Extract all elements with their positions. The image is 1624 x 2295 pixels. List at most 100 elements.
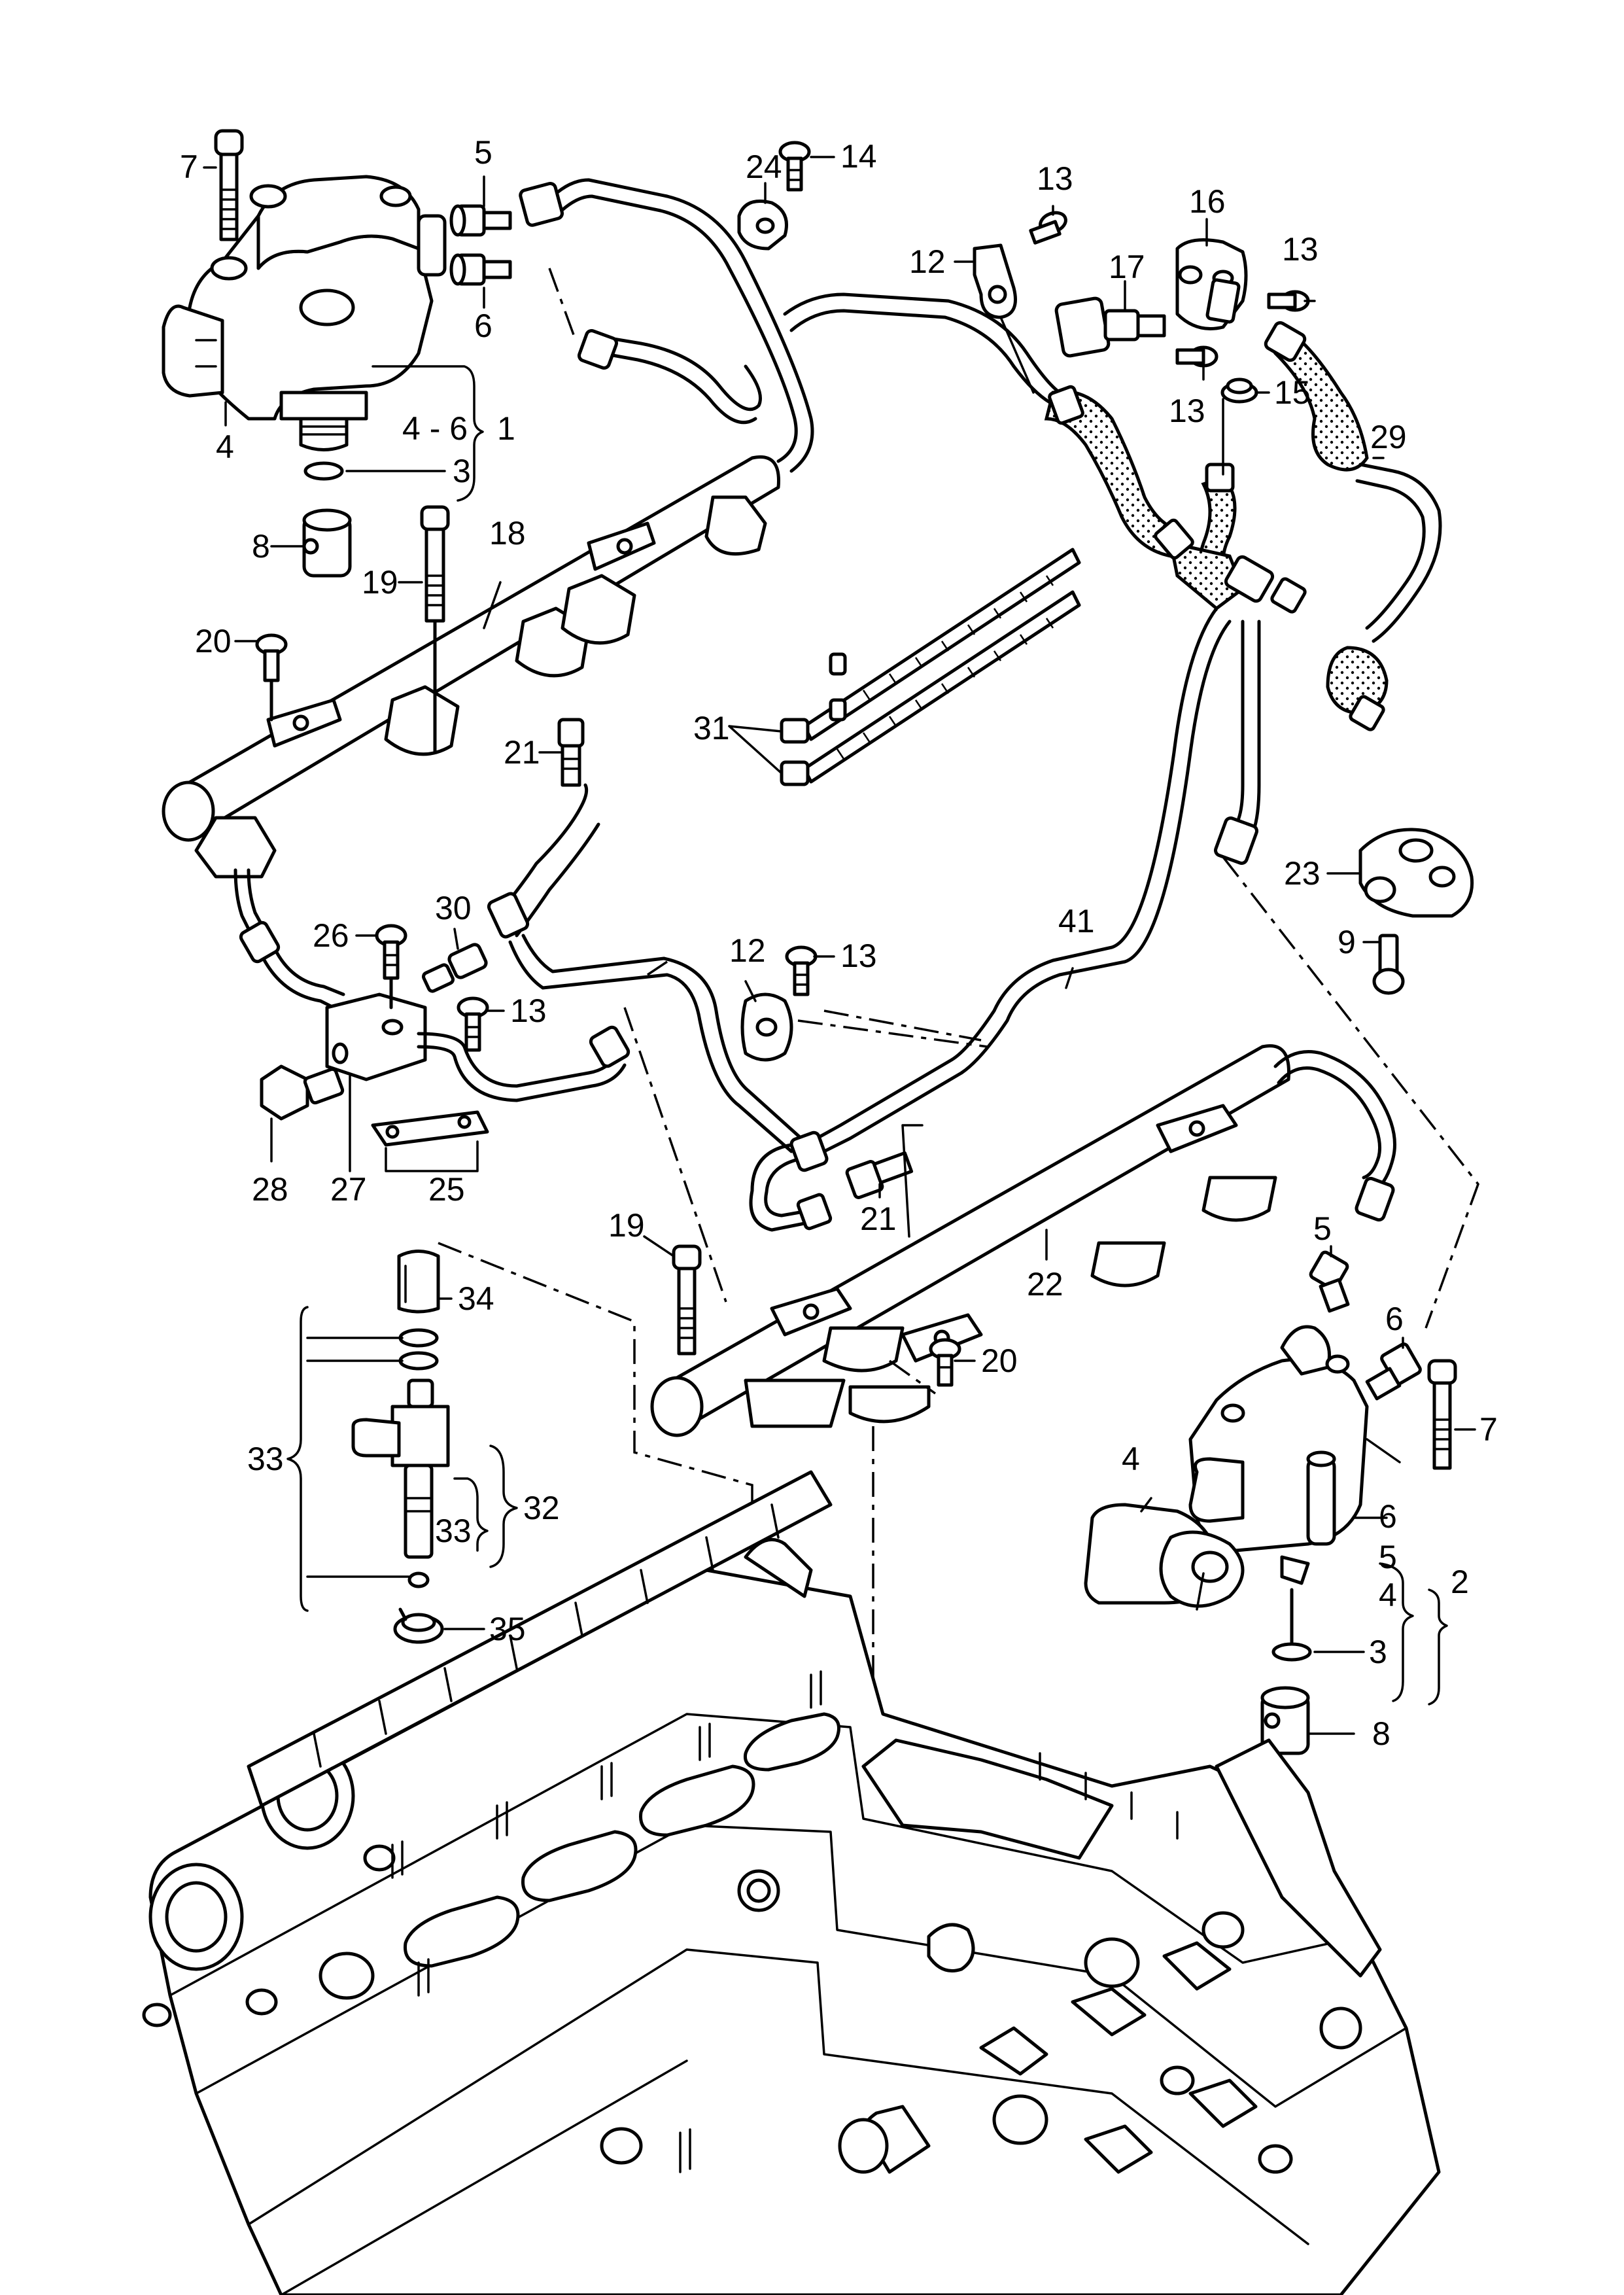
sensor-block-16 [1175, 238, 1248, 330]
bolt-19-upper [420, 505, 450, 754]
callout-labels: 7 5 6 4 4 - 6 1 3 8 24 14 13 12 17 16 13… [180, 134, 1498, 1752]
callout-5-lower: 5 [1313, 1210, 1332, 1247]
fitting-5-lower [1309, 1250, 1350, 1313]
leader-12-to-pipe [797, 1019, 988, 1048]
callout-2: 2 [1451, 1564, 1469, 1600]
clip-12-upper [973, 243, 1017, 319]
injector-clip-34 [397, 1250, 440, 1314]
callout-26: 26 [313, 917, 349, 954]
callout-17: 17 [1109, 249, 1145, 285]
callout-13-d: 13 [510, 992, 547, 1029]
bolt-13-d [457, 996, 489, 1052]
callout-4-lower: 4 [1122, 1441, 1140, 1477]
fuel-pipe-rail-to-block [233, 783, 803, 1153]
callout-19-upper: 19 [362, 564, 398, 601]
pressure-sensor-17 [1054, 296, 1166, 358]
bolt-7-lower [1427, 1359, 1457, 1470]
callout-41: 41 [1058, 903, 1095, 939]
roller-tappet-8-lower [1260, 1686, 1310, 1755]
callout-34: 34 [458, 1280, 494, 1317]
high-pressure-pump-upper [162, 175, 447, 451]
callout-24: 24 [746, 149, 782, 185]
plug-28 [260, 1064, 345, 1121]
injector-ring-small [407, 1571, 430, 1588]
callout-13-e: 13 [840, 937, 877, 974]
callout-13-a: 13 [1037, 160, 1073, 197]
bolt-13-c [1175, 345, 1218, 368]
callout-15: 15 [1274, 374, 1311, 411]
bracket-25 [371, 1110, 489, 1147]
o-ring-3-lower [1271, 1642, 1312, 1662]
fuel-pipe-to-lower-rail [803, 606, 1261, 1160]
engine-block [142, 1470, 1441, 2295]
cable-ties-31 [780, 548, 1081, 786]
callout-21-lower: 21 [860, 1200, 897, 1237]
fitting-6-upper [449, 253, 512, 286]
callout-5-upper: 5 [474, 134, 492, 171]
callout-3-upper: 3 [453, 453, 471, 489]
callout-4-upper: 4 [216, 429, 234, 465]
callout-21-upper: 21 [504, 734, 540, 771]
callout-23: 23 [1284, 855, 1321, 892]
callout-31: 31 [693, 710, 730, 746]
callout-29: 29 [1370, 419, 1407, 455]
o-ring-3-upper [303, 461, 344, 481]
callout-27: 27 [330, 1171, 367, 1208]
callout-35: 35 [489, 1611, 526, 1647]
callout-12-lower: 12 [729, 932, 766, 969]
callout-4-sub: 4 [1379, 1577, 1397, 1613]
fitting-6-lower [1365, 1342, 1422, 1401]
callout-20-lower: 20 [981, 1342, 1018, 1379]
high-pressure-pipe-upper [519, 178, 814, 473]
callout-7-lower: 7 [1479, 1411, 1498, 1448]
high-pressure-pump-lower [1084, 1325, 1369, 1611]
callout-32: 32 [523, 1490, 560, 1526]
bolt-19-lower [672, 1244, 702, 1356]
clip-12-lower [740, 992, 793, 1062]
callout-16: 16 [1189, 183, 1226, 220]
fitting-21-upper [557, 718, 585, 787]
bolt-13-e [785, 945, 818, 996]
callout-13-b: 13 [1282, 231, 1319, 268]
callout-5-sub: 5 [1379, 1539, 1397, 1575]
callout-9: 9 [1338, 924, 1356, 960]
bolt-9 [1372, 934, 1405, 995]
fuel-rail-22 [650, 1044, 1290, 1437]
callout-6-lower: 6 [1385, 1301, 1404, 1337]
callout-8-lower: 8 [1372, 1715, 1391, 1752]
callout-33-inner: 33 [435, 1513, 472, 1549]
callout-6-upper: 6 [474, 307, 492, 344]
fitting-5-upper [449, 204, 512, 237]
clamp-15 [1220, 377, 1258, 404]
leader-lines [203, 156, 1476, 1735]
bracket-23 [1358, 828, 1474, 918]
injector-brackets [286, 1306, 518, 1612]
callout-19-lower: 19 [608, 1207, 645, 1244]
bolt-20-upper [255, 633, 288, 722]
bolt-13-b [1267, 290, 1310, 312]
injector-seal-lower [398, 1351, 439, 1371]
callout-22: 22 [1027, 1266, 1063, 1303]
callout-3-lower: 3 [1369, 1634, 1387, 1670]
fuel-line-29 [1264, 321, 1442, 731]
callout-12-upper: 12 [909, 243, 946, 280]
callout-7-upper: 7 [180, 149, 198, 185]
callout-30: 30 [435, 890, 472, 926]
bolt-7-upper [214, 129, 244, 241]
callout-18: 18 [489, 515, 526, 552]
callout-28: 28 [252, 1171, 288, 1208]
bolt-20-lower [929, 1338, 961, 1387]
fuel-rail-18 [162, 455, 780, 879]
callout-8-upper: 8 [252, 528, 270, 565]
callout-20-upper: 20 [195, 623, 232, 659]
fuel-pipe-lower [749, 1130, 833, 1232]
injector-33 [351, 1378, 450, 1559]
fuel-line-low-pressure [783, 292, 1307, 614]
callout-13-c: 13 [1169, 393, 1205, 429]
callout-6-sub: 6 [1379, 1498, 1397, 1535]
pump-2-bracket [1353, 1438, 1448, 1706]
clip-24 [737, 200, 788, 251]
callout-14: 14 [840, 138, 877, 175]
callout-4-6: 4 - 6 [402, 410, 468, 447]
